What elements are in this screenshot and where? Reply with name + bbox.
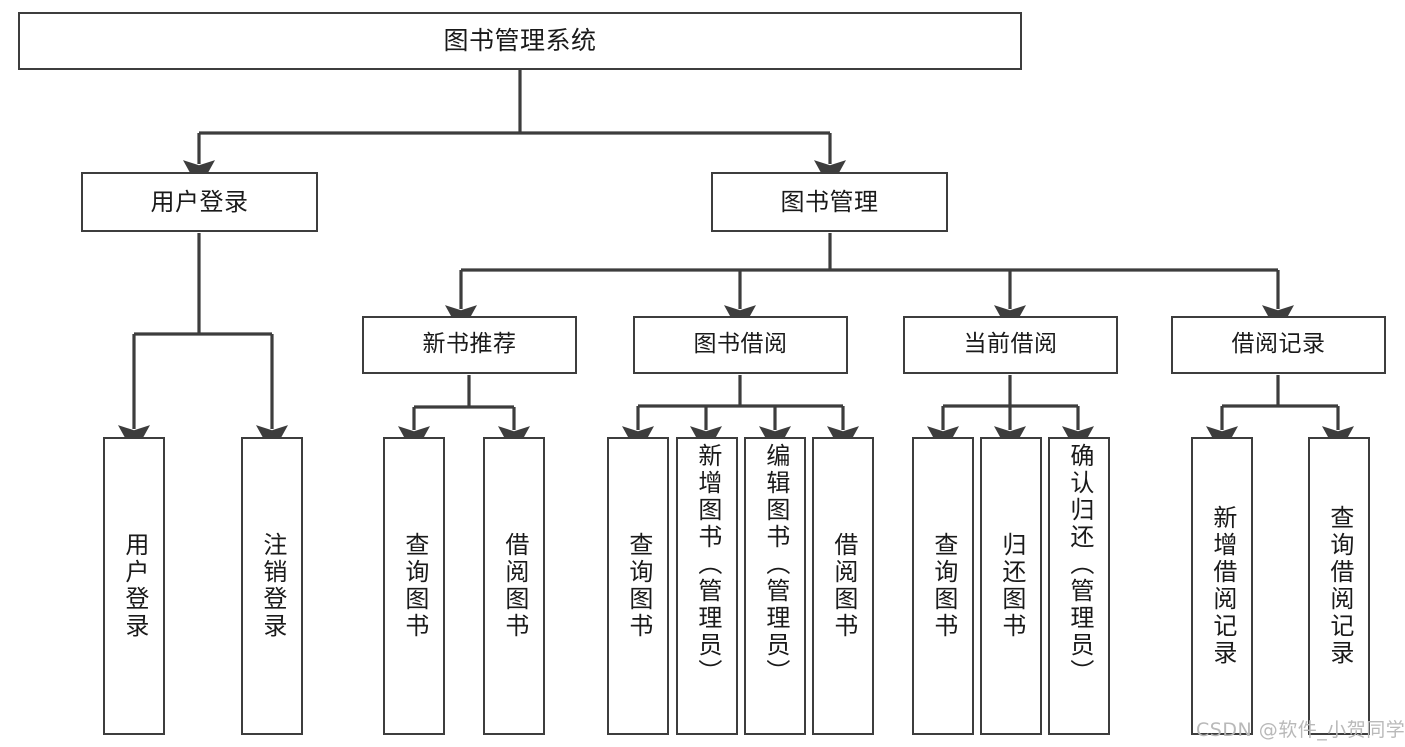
- node-leaf-query-borrow-record[interactable]: 查询借阅记录: [1308, 437, 1370, 735]
- node-leaf-user-login[interactable]: 用户登录: [103, 437, 165, 735]
- node-leaf-query-book-1[interactable]: 查询图书: [383, 437, 445, 735]
- csdn-watermark: CSDN @软件_小贺同学: [1196, 719, 1405, 741]
- node-leaf-user-login-label: 用户登录: [120, 532, 149, 640]
- node-borrow-record-label: 借阅记录: [1231, 331, 1326, 358]
- node-leaf-borrow-book-1-label: 借阅图书: [500, 532, 529, 640]
- node-leaf-edit-book-admin[interactable]: 编辑图书（管理员）: [744, 437, 806, 735]
- node-book-borrow[interactable]: 图书借阅: [633, 316, 848, 374]
- node-leaf-query-borrow-record-label: 查询借阅记录: [1325, 505, 1354, 667]
- node-leaf-borrow-book-2-label: 借阅图书: [829, 532, 858, 640]
- node-leaf-query-book-3[interactable]: 查询图书: [912, 437, 974, 735]
- node-leaf-add-borrow-record[interactable]: 新增借阅记录: [1191, 437, 1253, 735]
- node-user-login-label: 用户登录: [150, 187, 249, 216]
- node-leaf-return-book-label: 归还图书: [997, 532, 1026, 640]
- node-current-borrow[interactable]: 当前借阅: [903, 316, 1118, 374]
- node-leaf-borrow-book-1[interactable]: 借阅图书: [483, 437, 545, 735]
- node-leaf-query-book-2[interactable]: 查询图书: [607, 437, 669, 735]
- node-leaf-query-book-3-label: 查询图书: [929, 532, 958, 640]
- node-leaf-logout-login-label: 注销登录: [258, 532, 287, 640]
- node-leaf-confirm-return-admin[interactable]: 确认归还（管理员）: [1048, 437, 1110, 735]
- node-book-manage-label: 图书管理: [780, 187, 879, 216]
- node-leaf-borrow-book-2[interactable]: 借阅图书: [812, 437, 874, 735]
- node-leaf-edit-book-admin-label: 编辑图书（管理员）: [761, 443, 790, 686]
- node-leaf-add-book-admin-label: 新增图书（管理员）: [693, 443, 722, 686]
- node-leaf-add-borrow-record-label: 新增借阅记录: [1208, 505, 1237, 667]
- node-leaf-confirm-return-admin-label: 确认归还（管理员）: [1065, 443, 1094, 686]
- node-root[interactable]: 图书管理系统: [18, 12, 1022, 70]
- node-leaf-query-book-2-label: 查询图书: [624, 532, 653, 640]
- node-user-login[interactable]: 用户登录: [81, 172, 318, 232]
- node-root-label: 图书管理系统: [443, 26, 597, 56]
- node-leaf-return-book[interactable]: 归还图书: [980, 437, 1042, 735]
- node-new-book-recommend[interactable]: 新书推荐: [362, 316, 577, 374]
- node-current-borrow-label: 当前借阅: [963, 331, 1058, 358]
- node-leaf-logout-login[interactable]: 注销登录: [241, 437, 303, 735]
- node-leaf-query-book-1-label: 查询图书: [400, 532, 429, 640]
- node-leaf-add-book-admin[interactable]: 新增图书（管理员）: [676, 437, 738, 735]
- node-borrow-record[interactable]: 借阅记录: [1171, 316, 1386, 374]
- node-new-book-recommend-label: 新书推荐: [422, 331, 517, 358]
- node-book-borrow-label: 图书借阅: [693, 331, 788, 358]
- node-book-manage[interactable]: 图书管理: [711, 172, 948, 232]
